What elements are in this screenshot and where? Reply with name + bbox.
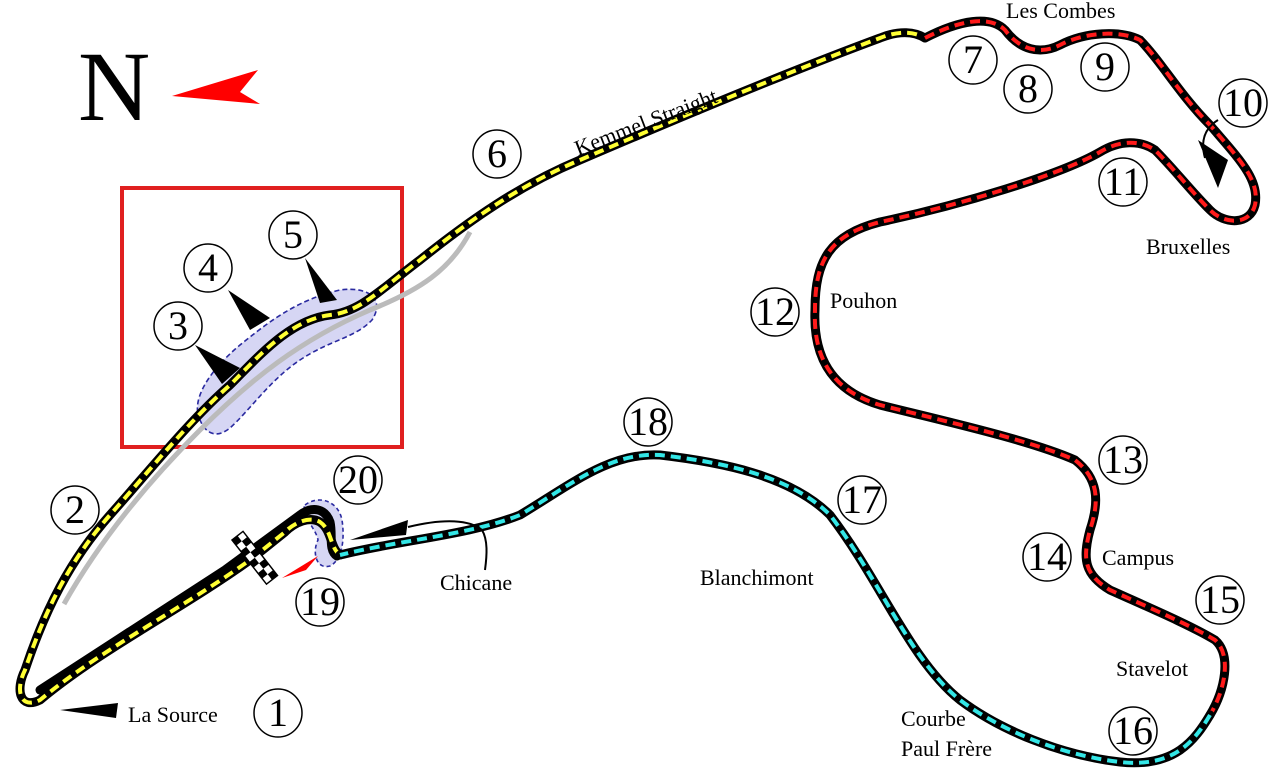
corner-marker-2: 2 <box>50 485 100 535</box>
corner-circle <box>1022 532 1072 582</box>
corner-circle <box>1108 706 1158 756</box>
corner-marker-14: 14 <box>1022 532 1072 582</box>
bruxelles-leader-line <box>1202 119 1219 159</box>
label-bruxelles: Bruxelles <box>1146 234 1230 259</box>
corner-marker-11: 11 <box>1098 157 1148 207</box>
north-arrow-icon <box>172 70 260 104</box>
corner-marker-6: 6 <box>472 129 522 179</box>
corner-marker-13: 13 <box>1098 435 1148 485</box>
corner-marker-7: 7 <box>948 35 998 85</box>
corner-number: 3 <box>168 303 188 348</box>
corner-marker-9: 9 <box>1080 42 1130 92</box>
corner-number: 2 <box>65 487 85 532</box>
shaded-zone <box>196 288 378 435</box>
corner-number: 6 <box>487 131 507 176</box>
corner-circle <box>253 688 303 738</box>
direction-arrow-icon <box>282 556 318 578</box>
corner-circle <box>183 243 233 293</box>
corner-5-pointer-icon <box>305 258 337 303</box>
corner-number: 14 <box>1027 534 1067 579</box>
corner-circle <box>333 455 383 505</box>
corner-number: 17 <box>842 477 882 522</box>
label-kemmel-straight: Kemmel Straight <box>571 83 721 160</box>
corner-marker-19: 19 <box>295 577 345 627</box>
label-courbe-line1: Courbe <box>901 706 966 731</box>
corner-circle <box>750 287 800 337</box>
corner-circle <box>948 35 998 85</box>
start-finish-flag-icon <box>230 530 279 586</box>
corner-marker-15: 15 <box>1195 575 1245 625</box>
label-stavelot: Stavelot <box>1116 656 1188 681</box>
corner-circle <box>1080 42 1130 92</box>
corner-circle <box>1195 575 1245 625</box>
corner-marker-4: 4 <box>183 243 233 293</box>
corner-number: 5 <box>283 212 303 257</box>
corner-number: 16 <box>1113 708 1153 753</box>
corner-number: 4 <box>198 245 218 290</box>
corner-marker-8: 8 <box>1003 64 1053 114</box>
corner-number: 9 <box>1095 44 1115 89</box>
corner-marker-20: 20 <box>333 455 383 505</box>
corner-circle <box>1003 64 1053 114</box>
corner-3-pointer-icon <box>195 345 240 384</box>
corner-number: 15 <box>1200 577 1240 622</box>
corner-circle <box>295 577 345 627</box>
corner-circle <box>1098 435 1148 485</box>
highlight-box <box>120 186 404 449</box>
corner-marker-16: 16 <box>1108 706 1158 756</box>
corner-marker-18: 18 <box>623 397 673 447</box>
corner-marker-17: 17 <box>837 475 887 525</box>
north-letter: N <box>78 31 150 142</box>
chicane-pointer-icon <box>350 520 408 540</box>
corner-number: 19 <box>300 579 340 624</box>
corner-number: 7 <box>963 37 983 82</box>
label-chicane: Chicane <box>440 570 512 595</box>
old-track-line <box>61 230 473 606</box>
label-la-source: La Source <box>128 702 218 727</box>
sector-2-track <box>810 16 1261 720</box>
corner-4-pointer-icon <box>228 290 270 330</box>
sector-1-track <box>15 28 930 708</box>
corner-number: 18 <box>628 399 668 444</box>
corner-circle <box>153 301 203 351</box>
corner-marker-5: 5 <box>268 210 318 260</box>
corner-circle <box>1218 78 1268 128</box>
corner-marker-1: 1 <box>253 688 303 738</box>
label-campus: Campus <box>1102 545 1174 570</box>
sector-3-track <box>335 450 1215 768</box>
corner-marker-3: 3 <box>153 301 203 351</box>
corner-number: 20 <box>338 457 378 502</box>
label-pouhon: Pouhon <box>830 288 897 313</box>
corner-circle <box>1098 157 1148 207</box>
corner-marker-12: 12 <box>750 287 800 337</box>
label-blanchimont: Blanchimont <box>700 565 814 590</box>
corner-marker-10: 10 <box>1218 78 1268 128</box>
corner-number: 12 <box>755 289 795 334</box>
chicane-leader-line <box>407 520 488 571</box>
label-les-combes: Les Combes <box>1006 0 1115 23</box>
corner-circle <box>472 129 522 179</box>
corner-circle <box>623 397 673 447</box>
corner-circle <box>268 210 318 260</box>
corner-number: 10 <box>1223 80 1263 125</box>
la-source-pointer-icon <box>60 703 118 718</box>
corner-circle <box>50 485 100 535</box>
corner-number: 1 <box>268 690 288 735</box>
corner-circle <box>837 475 887 525</box>
corner-number: 13 <box>1103 437 1143 482</box>
corner-number: 8 <box>1018 66 1038 111</box>
label-courbe-line2: Paul Frère <box>901 736 992 761</box>
corner-number: 11 <box>1104 159 1143 204</box>
bruxelles-pointer-icon <box>1198 140 1228 188</box>
